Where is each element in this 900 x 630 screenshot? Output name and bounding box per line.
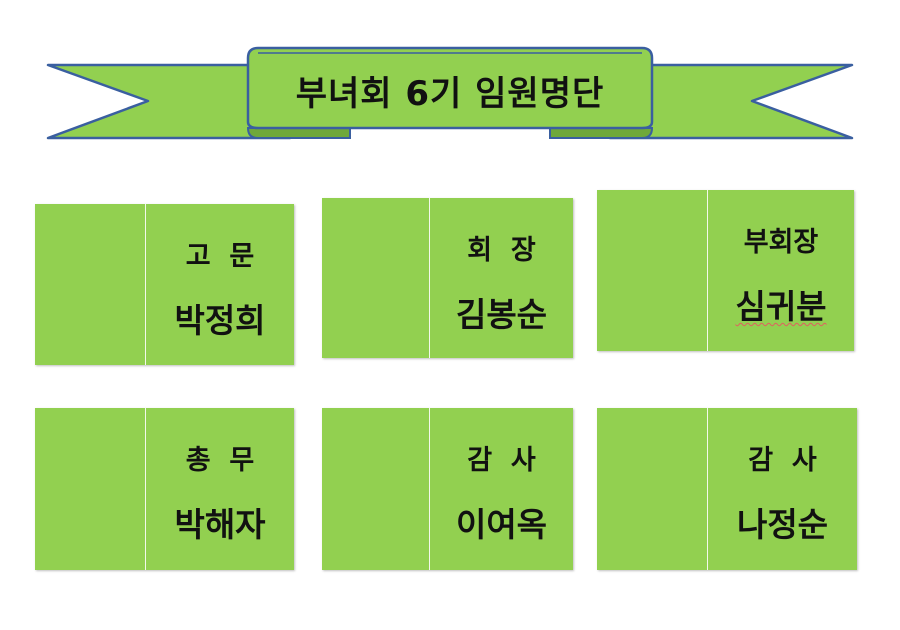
- officer-role: 회 장: [467, 235, 536, 266]
- photo-placeholder: [322, 198, 430, 358]
- officer-role: 감 사: [467, 445, 536, 476]
- photo-placeholder: [322, 408, 430, 570]
- officer-card-auditor-2: 감 사 나정순: [597, 408, 857, 570]
- officer-name: 박해자: [174, 505, 266, 544]
- officer-role: 총 무: [185, 445, 255, 476]
- officer-card-advisor: 고 문 박정희: [35, 204, 294, 365]
- photo-placeholder: [597, 408, 708, 570]
- officer-role: 고 문: [185, 241, 255, 272]
- photo-placeholder: [35, 204, 146, 365]
- officer-name: 이여옥: [455, 505, 548, 544]
- officer-role: 감 사: [748, 445, 817, 476]
- page-title: 부녀회 6기 임원명단: [295, 73, 605, 114]
- officer-card-president: 회 장 김봉순: [322, 198, 573, 358]
- officer-name: 김봉순: [455, 295, 548, 334]
- officer-role: 부회장: [743, 227, 819, 258]
- title-ribbon: [46, 46, 854, 140]
- officer-card-secretary: 총 무 박해자: [35, 408, 294, 570]
- officer-name: 박정희: [174, 301, 266, 340]
- officer-name: 심귀분: [735, 287, 827, 326]
- officer-card-vice-president: 부회장 심귀분: [597, 190, 854, 351]
- photo-placeholder: [35, 408, 146, 570]
- officer-name: 나정순: [736, 505, 829, 544]
- officer-card-auditor-1: 감 사 이여옥: [322, 408, 573, 570]
- photo-placeholder: [597, 190, 708, 351]
